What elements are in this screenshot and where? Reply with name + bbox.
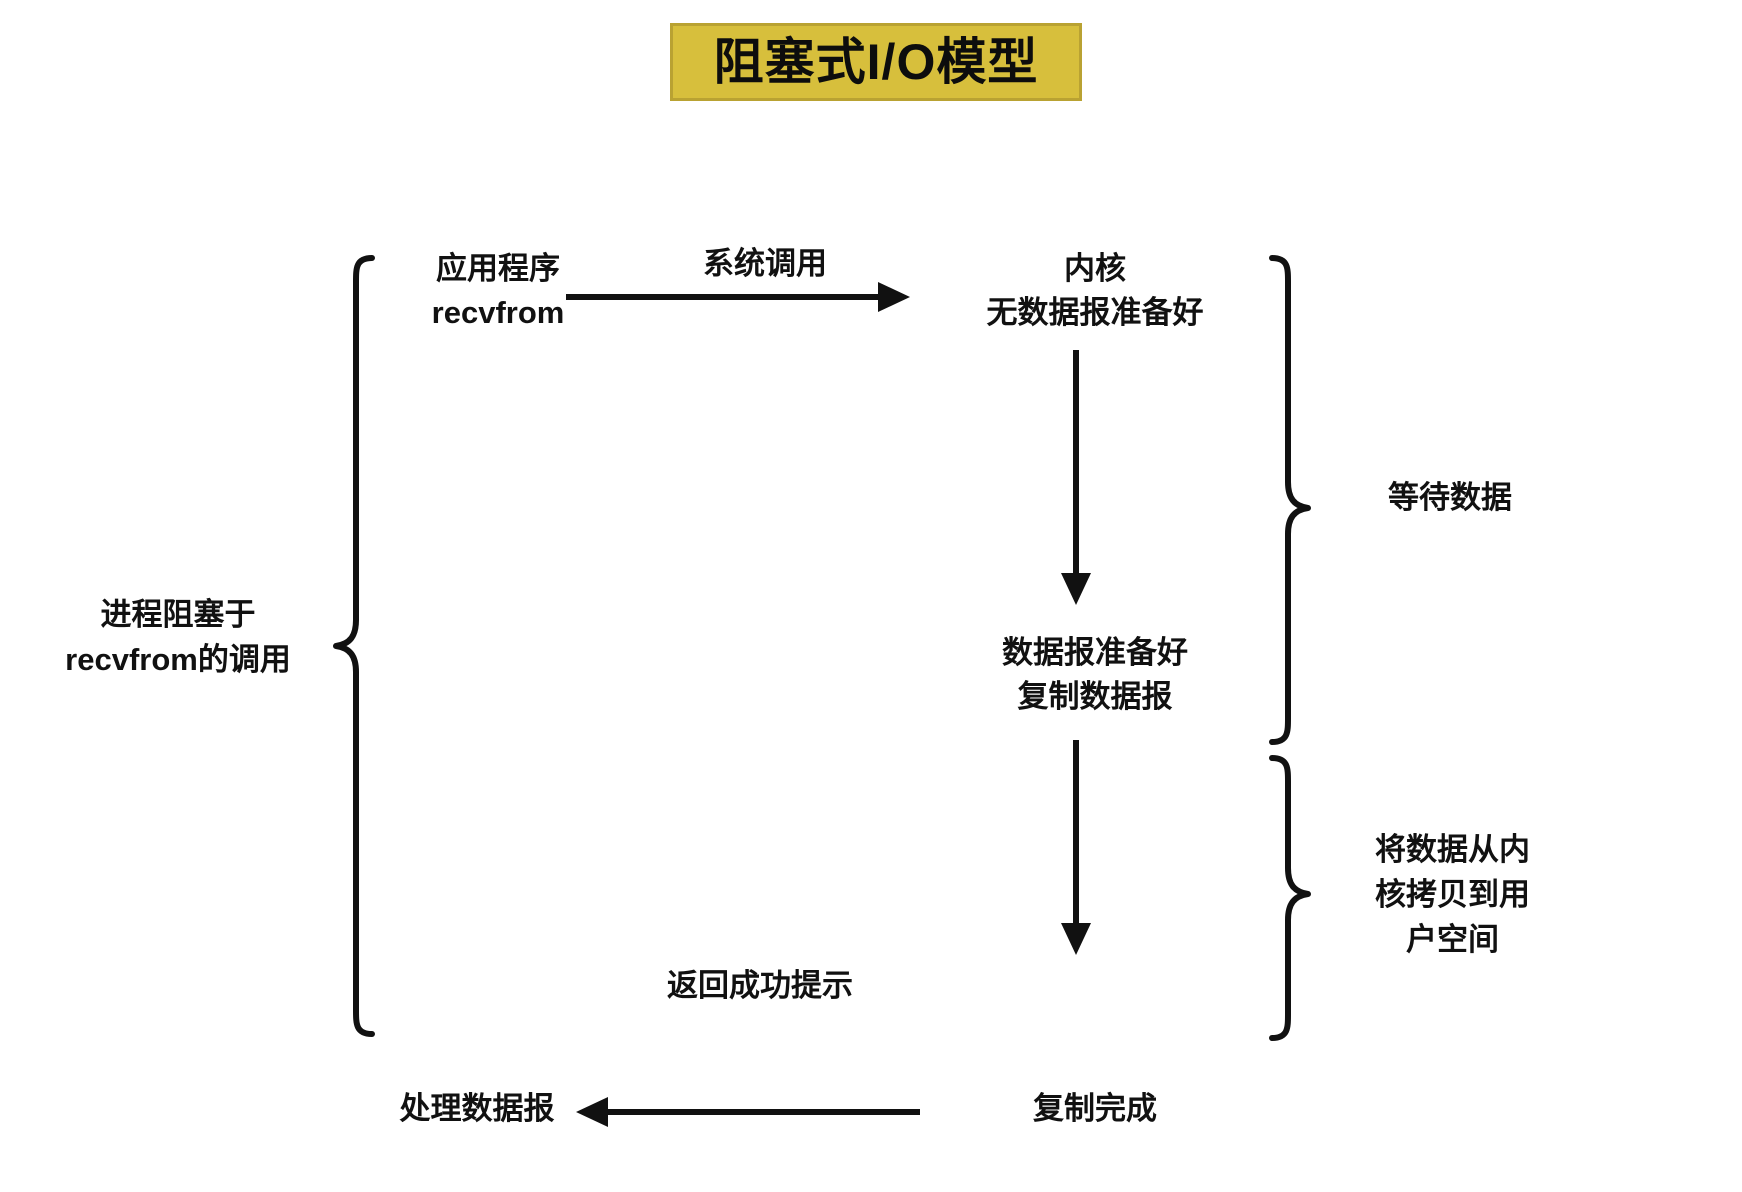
page-title: 阻塞式I/O模型 xyxy=(713,34,1039,90)
wait-brace-shape xyxy=(1269,255,1311,745)
edge-label-system-call: 系统调用 xyxy=(703,246,827,281)
node-kernel: 内核 无数据报准备好 xyxy=(930,247,1260,335)
node-application: 应用程序 recvfrom xyxy=(388,247,608,335)
node-copy-complete-line1: 复制完成 xyxy=(1033,1091,1157,1126)
arrow-system-call xyxy=(566,282,910,312)
brace-label-process-blocked-line2: recvfrom的调用 xyxy=(65,641,291,677)
node-datagram-ready: 数据报准备好 复制数据报 xyxy=(930,631,1260,719)
brace-label-wait-for-data-line1: 等待数据 xyxy=(1388,480,1512,515)
node-application-line1: 应用程序 xyxy=(436,251,560,286)
arrow-ready-to-complete xyxy=(1061,740,1091,955)
left-brace-shape xyxy=(333,255,375,1037)
brace-label-copy-to-user-space-line3: 户空间 xyxy=(1406,921,1499,957)
node-datagram-ready-line1: 数据报准备好 xyxy=(1002,635,1188,670)
copy-brace-shape xyxy=(1269,755,1311,1041)
node-kernel-line1: 内核 xyxy=(1064,251,1126,286)
node-application-line2: recvfrom xyxy=(431,295,565,331)
arrow-return-success xyxy=(576,1097,920,1127)
node-kernel-line2: 无数据报准备好 xyxy=(986,295,1204,331)
node-process-datagram: 处理数据报 xyxy=(352,1087,602,1131)
node-process-datagram-line1: 处理数据报 xyxy=(399,1091,555,1126)
node-datagram-ready-line2: 复制数据报 xyxy=(1017,679,1173,715)
edge-label-return-success: 返回成功提示 xyxy=(667,968,853,1003)
arrow-kernel-to-ready xyxy=(1061,350,1091,605)
brace-label-copy-to-user-space-line2: 核拷贝到用 xyxy=(1375,876,1530,912)
brace-label-wait-for-data: 等待数据 xyxy=(1325,476,1575,521)
brace-label-copy-to-user-space: 将数据从内 核拷贝到用 户空间 xyxy=(1330,828,1575,963)
brace-label-copy-to-user-space-line1: 将数据从内 xyxy=(1375,832,1530,867)
brace-label-process-blocked: 进程阻塞于 recvfrom的调用 xyxy=(28,593,328,683)
brace-label-process-blocked-line1: 进程阻塞于 xyxy=(100,597,256,632)
diagram-title-banner: 阻塞式I/O模型 xyxy=(670,23,1082,101)
node-copy-complete: 复制完成 xyxy=(950,1087,1240,1131)
